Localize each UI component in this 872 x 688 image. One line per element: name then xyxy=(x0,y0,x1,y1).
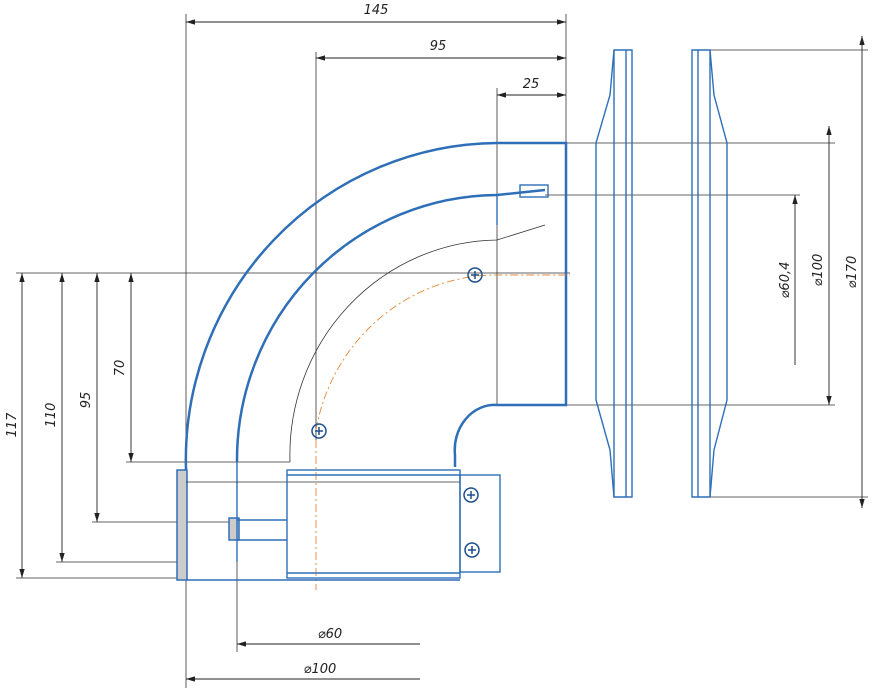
dim-d100-bottom: ⌀100 xyxy=(304,662,337,677)
bottom-socket xyxy=(176,462,501,581)
dim-95-left: 95 xyxy=(79,392,94,409)
mounting-bracket xyxy=(459,474,501,573)
wall-flange xyxy=(595,49,728,498)
dim-95-top: 95 xyxy=(430,39,447,54)
screw-icon xyxy=(311,267,483,558)
dim-145: 145 xyxy=(364,3,389,18)
dim-d60-4: ⌀60,4 xyxy=(778,262,793,299)
extension-lines xyxy=(16,14,868,688)
axis-line xyxy=(315,274,570,431)
dim-d60: ⌀60 xyxy=(318,627,342,642)
dim-d100-right: ⌀100 xyxy=(811,254,826,287)
dim-110: 110 xyxy=(44,403,59,428)
dimension-lines xyxy=(19,19,865,682)
elbow-body xyxy=(184,141,570,590)
dim-70: 70 xyxy=(113,360,128,377)
dim-25: 25 xyxy=(523,77,540,92)
dim-117: 117 xyxy=(5,412,20,438)
dim-d170: ⌀170 xyxy=(845,256,860,289)
